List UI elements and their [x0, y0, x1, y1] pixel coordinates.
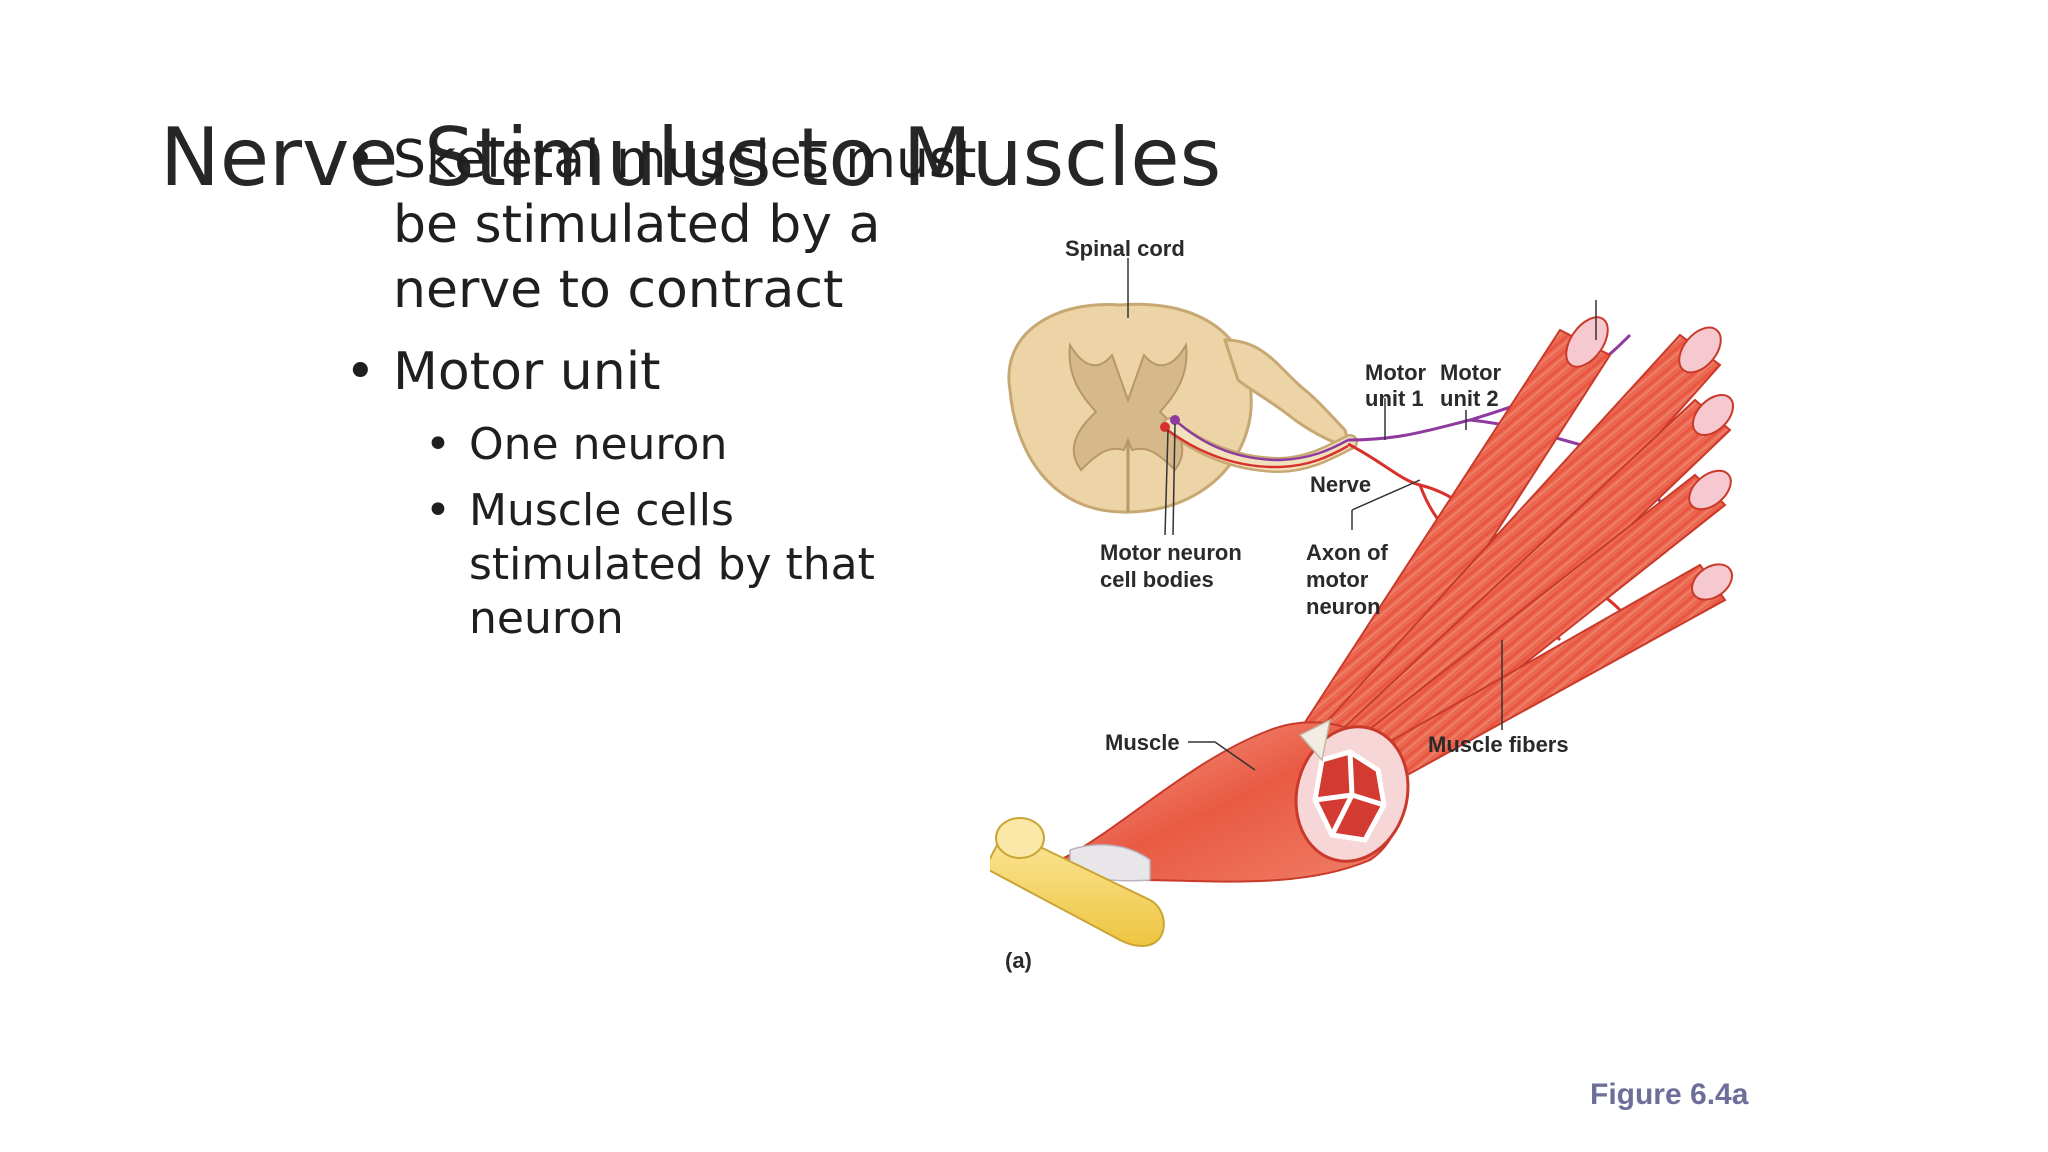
- label-motor-unit-1-line2: unit 1: [1365, 386, 1424, 411]
- bullet-line: Motor unit: [393, 342, 661, 402]
- bullet-line: Skeletal muscles must: [393, 130, 977, 190]
- label-motor-neuron-cell-bodies-line2: cell bodies: [1100, 567, 1214, 592]
- label-motor-neuron-cell-bodies-line1: Motor neuron: [1100, 540, 1242, 565]
- bullet-marker: •: [345, 342, 376, 402]
- sub-bullet-marker: •: [425, 485, 451, 536]
- label-motor-unit-2-line2: unit 2: [1440, 386, 1499, 411]
- slide-title: Nerve Stimulus to Muscles: [160, 111, 1222, 204]
- label-muscle: Muscle: [1105, 730, 1180, 755]
- bullet-marker: •: [345, 130, 376, 190]
- bullet-line: neuron: [469, 593, 624, 644]
- bullet-line: Muscle cells: [469, 485, 734, 536]
- bullet-line: One neuron: [469, 419, 728, 470]
- bullet-line: be stimulated by a: [393, 195, 881, 255]
- label-axon-line3: neuron: [1306, 594, 1381, 619]
- label-muscle-fibers: Muscle fibers: [1428, 732, 1569, 757]
- label-axon-line1: Axon of: [1306, 540, 1389, 565]
- muscle-fibers: [1298, 316, 1735, 792]
- figure-caption: Figure 6.4a: [1590, 1078, 1749, 1111]
- whole-muscle: [990, 718, 1410, 947]
- label-motor-unit-2-line1: Motor: [1440, 360, 1502, 385]
- sub-bullet-marker: •: [425, 419, 451, 470]
- motor-unit-figure: Spinal cord Motor unit 1 Motor unit 2 Ne…: [990, 236, 1735, 973]
- label-panel-a: (a): [1005, 948, 1032, 973]
- label-axon-line2: motor: [1306, 567, 1369, 592]
- label-motor-unit-1-line1: Motor: [1365, 360, 1427, 385]
- bullet-line: stimulated by that: [469, 539, 875, 590]
- label-nerve: Nerve: [1310, 472, 1371, 497]
- label-leaders: [1127, 258, 1597, 771]
- label-spinal-cord: Spinal cord: [1065, 236, 1185, 261]
- bullet-line: nerve to contract: [393, 260, 844, 320]
- spinal-cord-section: [1007, 302, 1358, 514]
